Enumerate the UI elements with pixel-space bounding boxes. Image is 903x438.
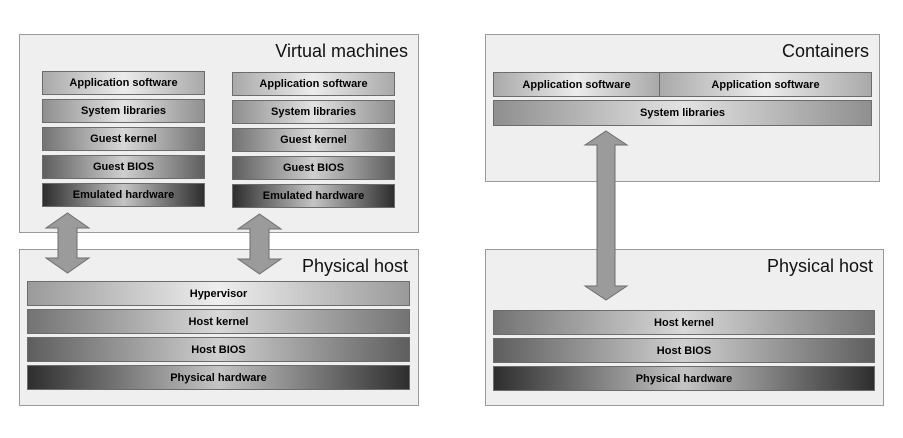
vm1-double-arrow-icon xyxy=(44,212,91,274)
ct-host-bios-layer: Host BIOS xyxy=(493,338,875,363)
vm-host-kernel-layer: Host kernel xyxy=(27,309,410,334)
containers-panel: Containers Application software Applicat… xyxy=(485,34,880,182)
vm1-system-libraries: System libraries xyxy=(42,99,205,123)
vm-host-panel-title: Physical host xyxy=(301,256,408,276)
vm2-application-software: Application software xyxy=(232,72,395,96)
vm-host-panel: Physical host Hypervisor Host kernel Hos… xyxy=(19,249,419,406)
vm2-double-arrow-icon xyxy=(236,213,283,275)
vm-host-hardware-layer: Physical hardware xyxy=(27,365,410,390)
vm2-guest-kernel: Guest kernel xyxy=(232,128,395,152)
hypervisor-layer: Hypervisor xyxy=(27,281,410,306)
container2-application-software: Application software xyxy=(659,72,872,97)
containers-panel-title: Containers xyxy=(781,41,869,61)
ct-host-kernel-layer: Host kernel xyxy=(493,310,875,335)
vm2-system-libraries: System libraries xyxy=(232,100,395,124)
container-double-arrow-icon xyxy=(583,130,629,301)
vm1-application-software: Application software xyxy=(42,71,205,95)
containers-system-libraries: System libraries xyxy=(493,100,872,126)
vm2-guest-bios: Guest BIOS xyxy=(232,156,395,180)
ct-host-panel-title: Physical host xyxy=(766,256,873,276)
vm1-guest-kernel: Guest kernel xyxy=(42,127,205,151)
vm1-emulated-hardware: Emulated hardware xyxy=(42,183,205,207)
ct-host-hardware-layer: Physical hardware xyxy=(493,366,875,391)
vm2-emulated-hardware: Emulated hardware xyxy=(232,184,395,208)
container1-application-software: Application software xyxy=(493,72,660,97)
vm-panel: Virtual machines Application software Sy… xyxy=(19,34,419,233)
vm1-guest-bios: Guest BIOS xyxy=(42,155,205,179)
ct-host-panel: Physical host Host kernel Host BIOS Phys… xyxy=(485,249,884,406)
vm-panel-title: Virtual machines xyxy=(275,41,408,61)
vm-host-bios-layer: Host BIOS xyxy=(27,337,410,362)
